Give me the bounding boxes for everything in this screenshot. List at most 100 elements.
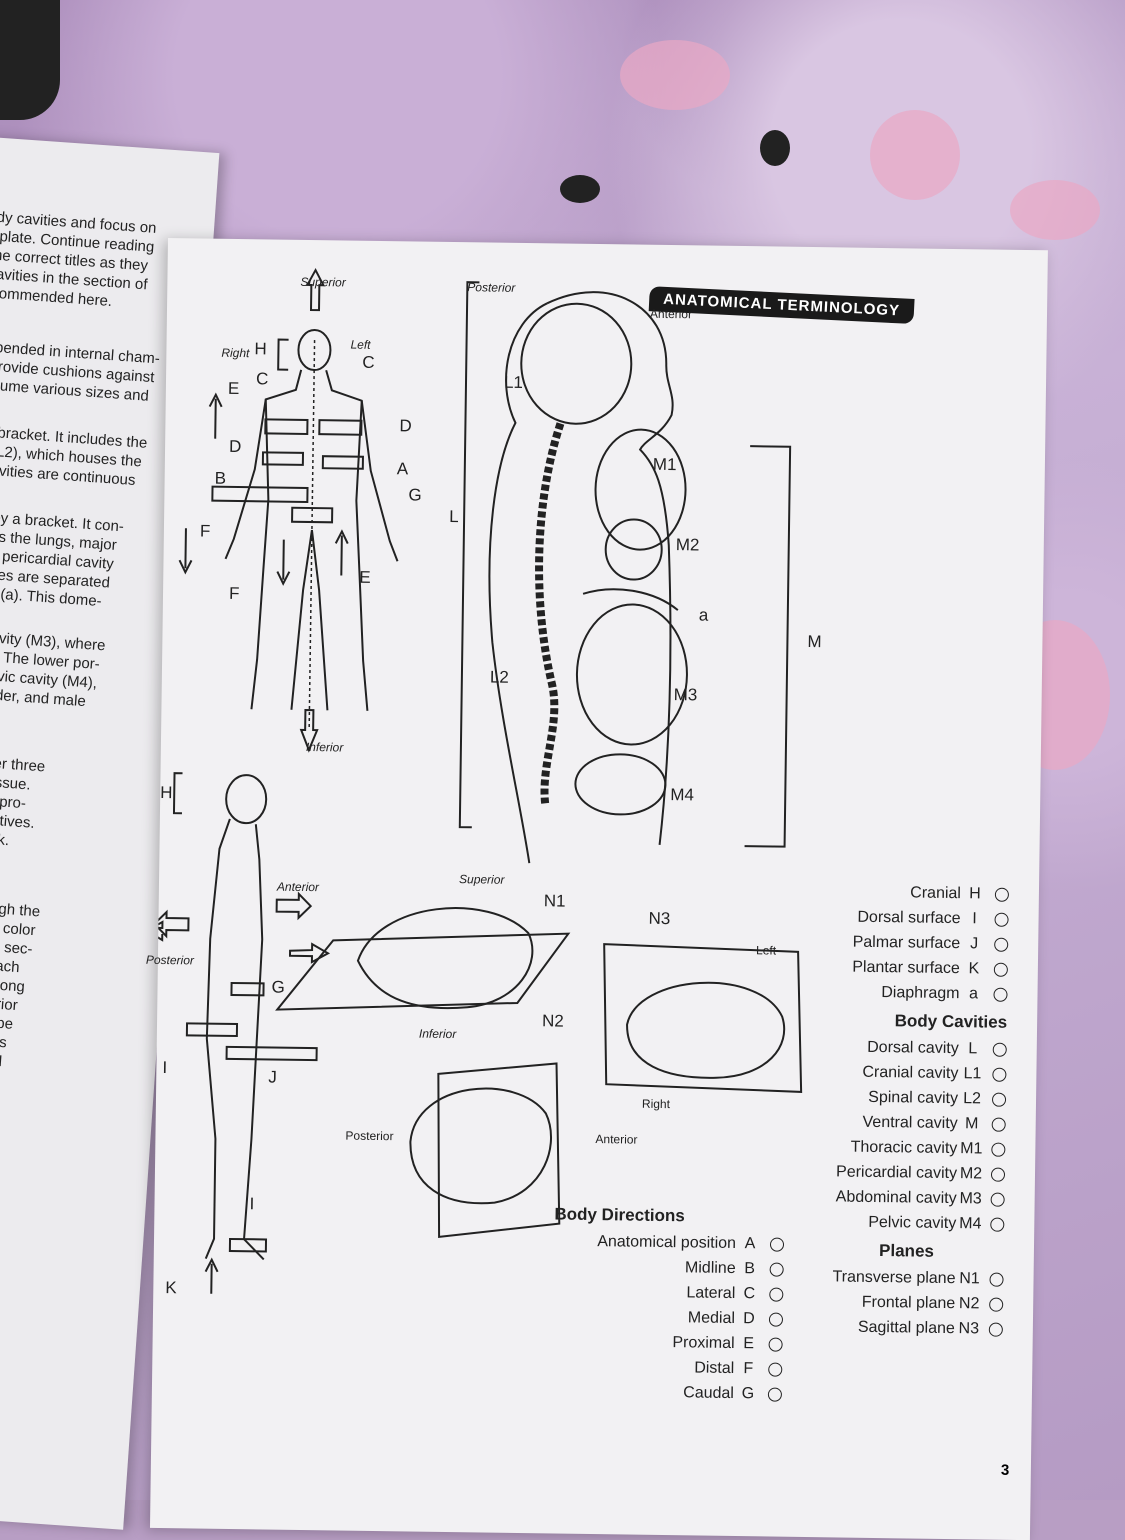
- legend-code: A: [744, 1234, 756, 1252]
- legend-label: Caudal: [683, 1383, 735, 1402]
- illustrations: [149, 267, 803, 1294]
- letter-l1: L1: [503, 372, 524, 392]
- color-circle-icon[interactable]: [990, 1217, 1005, 1232]
- legend-label: Plantar surface: [852, 958, 961, 977]
- left-text-block-g: ing through theOne light colorea, and a …: [0, 896, 41, 1093]
- left-text-block-c: y a bracket. It includes theity (L2), wh…: [0, 422, 148, 491]
- label-anterior-brain: Anterior: [595, 1132, 638, 1147]
- color-circle-icon[interactable]: [768, 1311, 784, 1327]
- color-circle-icon[interactable]: [769, 1286, 784, 1302]
- letter-i-lower: I: [249, 1194, 255, 1214]
- legend-label: Anatomical position: [597, 1232, 737, 1252]
- color-circle-icon[interactable]: [994, 912, 1009, 927]
- color-circle-icon[interactable]: [990, 1192, 1005, 1207]
- letter-n3: N3: [648, 908, 671, 929]
- letter-k: K: [165, 1278, 177, 1298]
- legend-label: Palmar surface: [852, 933, 961, 952]
- color-circle-icon[interactable]: [991, 1117, 1006, 1132]
- label-posterior-brain: Posterior: [345, 1128, 394, 1144]
- color-circle-icon[interactable]: [994, 887, 1010, 902]
- legend-code: K: [968, 959, 980, 977]
- legend-label: Thoracic cavity: [850, 1138, 958, 1157]
- legend-code: L: [968, 1039, 978, 1057]
- color-circle-icon[interactable]: [993, 987, 1008, 1002]
- left-text-block-f: consider threean or tissue.l object pro-…: [0, 751, 46, 852]
- color-circle-icon[interactable]: [769, 1262, 784, 1277]
- letter-h-side: H: [160, 782, 173, 803]
- label-left-top: Left: [350, 337, 371, 352]
- letter-g-side: G: [271, 977, 285, 997]
- legend-code: a: [968, 984, 979, 1002]
- label-right-top: Right: [221, 345, 250, 361]
- letter-c-right: C: [362, 352, 375, 372]
- label-inferior-brain: Inferior: [418, 1026, 457, 1042]
- color-circle-icon[interactable]: [768, 1361, 783, 1377]
- front-figure: [178, 267, 399, 753]
- label-superior-top: Superior: [300, 274, 346, 290]
- legend-code: M4: [959, 1214, 982, 1232]
- color-circle-icon[interactable]: [992, 1042, 1007, 1057]
- legend-row: Dorsal cavity L: [767, 1033, 1007, 1061]
- letter-b: B: [214, 468, 227, 488]
- color-circle-icon[interactable]: [989, 1297, 1004, 1312]
- legend-code: B: [744, 1259, 756, 1277]
- letter-m4: M4: [670, 785, 695, 805]
- color-circle-icon[interactable]: [769, 1237, 785, 1252]
- color-circle-icon[interactable]: [992, 1067, 1007, 1082]
- color-circle-icon[interactable]: [988, 1322, 1003, 1337]
- letter-m1: M1: [652, 454, 677, 475]
- color-circle-icon[interactable]: [994, 937, 1009, 952]
- legend-label: Proximal: [672, 1333, 735, 1352]
- label-posterior-profile: Posterior: [467, 280, 516, 295]
- color-circle-icon[interactable]: [768, 1336, 783, 1352]
- letter-n2: N2: [541, 1011, 564, 1031]
- legend-code: L2: [963, 1089, 982, 1107]
- legend-label: Dorsal cavity: [867, 1038, 959, 1057]
- legend-code: N2: [958, 1294, 980, 1312]
- label-anterior-profile: Anterior: [649, 306, 693, 322]
- letter-diaphragm: a: [698, 605, 709, 625]
- text-line: consider three: [0, 751, 46, 776]
- legend-label: Sagittal plane: [857, 1318, 955, 1337]
- color-circle-icon[interactable]: [990, 1167, 1006, 1182]
- brain-drawings: [149, 907, 803, 1238]
- color-circle-icon[interactable]: [767, 1386, 783, 1402]
- legend-row: Anatomical position A: [554, 1228, 785, 1256]
- color-circle-icon[interactable]: [991, 1142, 1006, 1157]
- blanket-pattern: [560, 175, 600, 203]
- letter-m3: M3: [673, 685, 698, 705]
- color-circle-icon[interactable]: [991, 1092, 1007, 1107]
- legend-label: Abdominal cavity: [835, 1187, 957, 1207]
- letter-j: J: [268, 1067, 277, 1087]
- body-cavities-heading: Body Cavities: [894, 1011, 1008, 1032]
- legend-label: Lateral: [686, 1283, 736, 1302]
- letter-m2: M2: [675, 535, 700, 555]
- legend-label: Cranial cavity: [862, 1063, 959, 1082]
- blanket-pattern: [760, 130, 790, 166]
- legend-label: Spinal cavity: [868, 1088, 959, 1107]
- legend-code: M3: [959, 1189, 982, 1207]
- side-figure: [153, 772, 318, 1294]
- letter-n1: N1: [543, 891, 566, 911]
- color-circle-icon[interactable]: [993, 962, 1008, 977]
- letter-d-right: D: [399, 416, 412, 436]
- color-circle-icon[interactable]: [989, 1272, 1004, 1287]
- legend-label: Cranial: [910, 883, 962, 902]
- letter-c: C: [255, 369, 269, 389]
